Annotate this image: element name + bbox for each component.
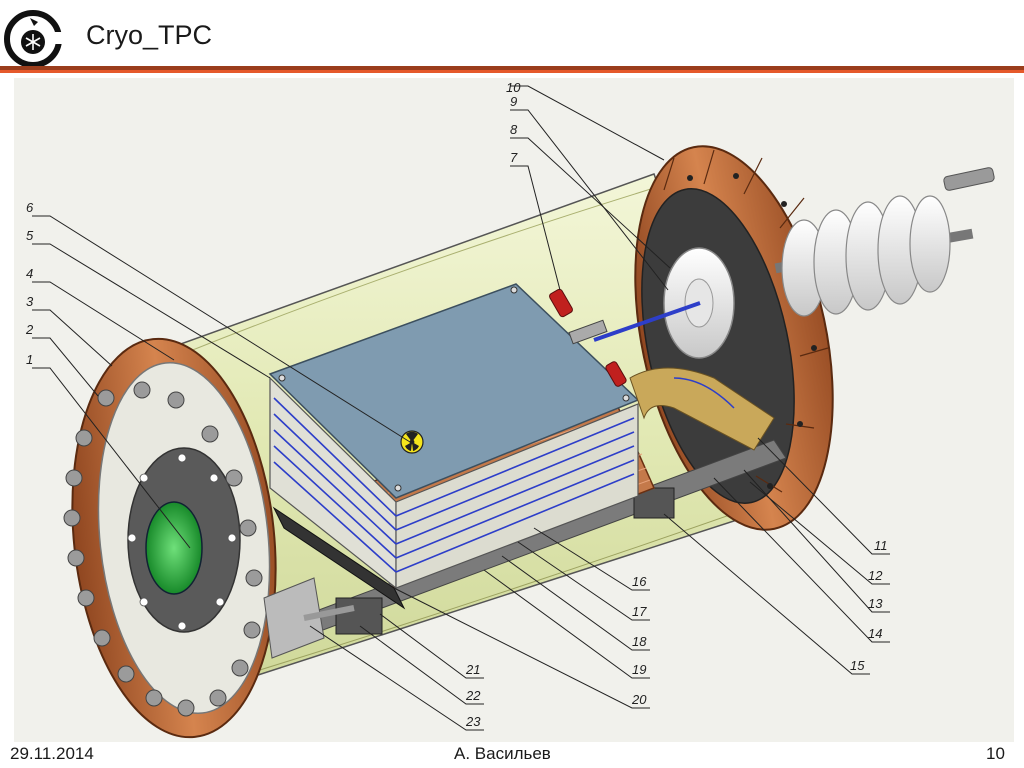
slide-page-number: 10: [986, 744, 1005, 763]
callout-2: 2: [25, 322, 34, 337]
hv-resistor: [549, 288, 627, 387]
slide-date: 29.11.2014: [10, 744, 94, 763]
callout-21: 21: [465, 662, 480, 677]
callout-5: 5: [26, 228, 34, 243]
callout-7: 7: [510, 150, 518, 165]
callout-16: 16: [632, 574, 647, 589]
field-cage: [269, 376, 639, 590]
callout-22: 22: [465, 688, 481, 703]
callout-13: 13: [868, 596, 883, 611]
callout-20: 20: [631, 692, 647, 707]
support-rails: [263, 439, 787, 659]
callout-15: 15: [850, 658, 865, 673]
callout-14: 14: [868, 626, 882, 641]
header-rule-accent: [0, 70, 1024, 73]
detector-drawing: 1 2 3 4 5 6 7 8 9 10 11 12 13 14 15 16 1…: [14, 78, 1014, 742]
callout-8: 8: [510, 122, 518, 137]
slide-title: Cryo_TPC: [86, 20, 213, 50]
callout-6: 6: [26, 200, 34, 215]
slide-author: А. Васильев: [454, 744, 551, 763]
callout-9: 9: [510, 94, 517, 109]
radiation-source-icon: [400, 430, 424, 454]
callout-4: 4: [26, 266, 33, 281]
left-flange: [63, 337, 277, 739]
slide-header: Cryo_TPC: [0, 0, 1024, 73]
callout-10: 10: [506, 80, 521, 95]
flat-cable: [629, 367, 775, 451]
ceramic-feedthrough: [663, 167, 995, 359]
detector-illustration: 1 2 3 4 5 6 7 8 9 10 11 12 13 14 15 16 1…: [25, 80, 995, 739]
callout-3: 3: [26, 294, 34, 309]
callout-23: 23: [465, 714, 481, 729]
institute-logo-icon: [4, 10, 62, 68]
hv-wire: [593, 301, 701, 342]
header-rule: [0, 66, 1024, 70]
callout-1: 1: [26, 352, 33, 367]
callout-17: 17: [632, 604, 647, 619]
callout-19: 19: [632, 662, 646, 677]
callout-11: 11: [874, 538, 888, 553]
callout-18: 18: [632, 634, 647, 649]
callout-12: 12: [868, 568, 883, 583]
